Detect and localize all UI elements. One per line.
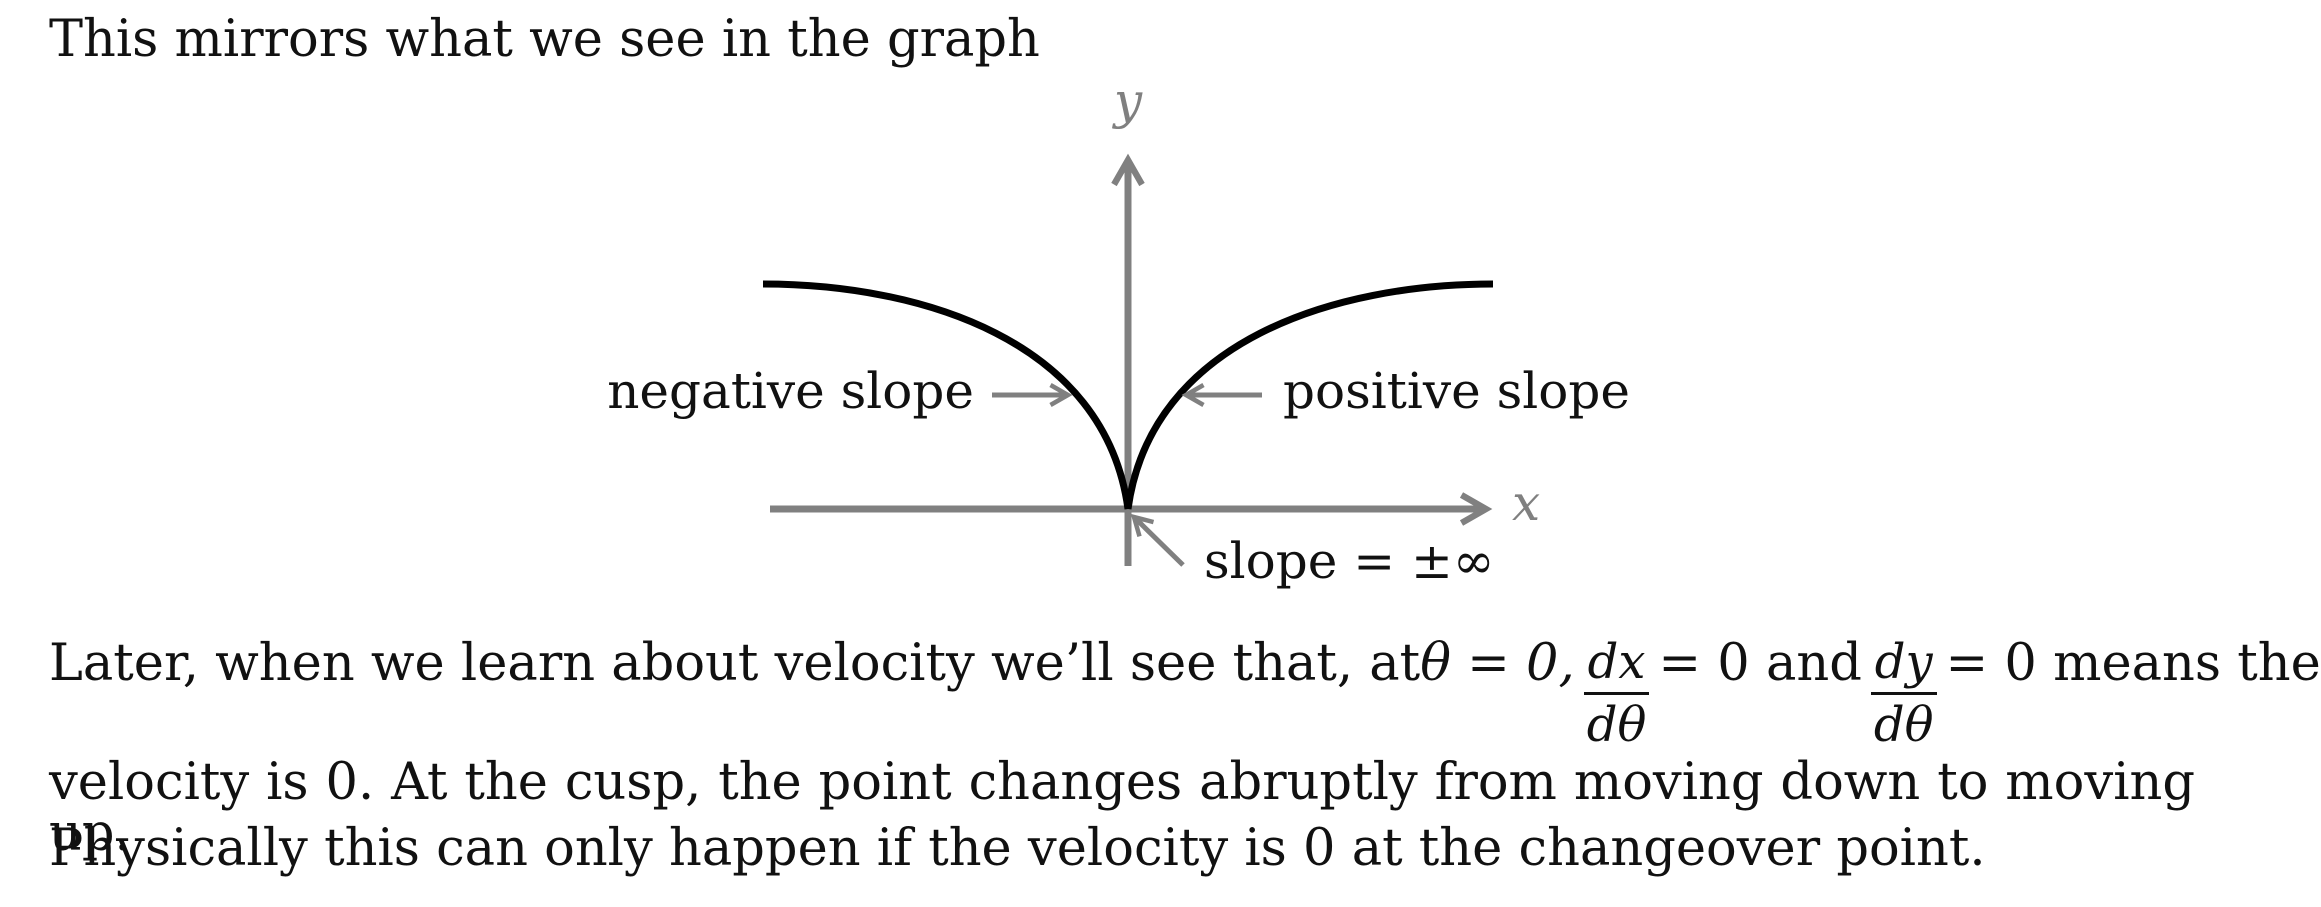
y-axis-label: y: [1112, 72, 1143, 130]
positive-slope-label: positive slope: [1283, 362, 1630, 420]
frac1-denominator: dθ: [1586, 697, 1647, 753]
line1-lead: Later, when we learn about velocity we’l…: [49, 634, 1421, 693]
cusp-slope-label: slope = ±∞: [1204, 532, 1495, 590]
theta-equation: θ = 0,: [1420, 634, 1575, 693]
intro-text: This mirrors what we see in the graph: [49, 10, 1040, 69]
line1-tail: = 0 means the: [1945, 634, 2321, 693]
dx-dtheta-fraction: dx dθ: [1583, 638, 1651, 749]
frac2-denominator: dθ: [1873, 697, 1934, 753]
x-axis-label: x: [1512, 474, 1540, 532]
paragraph-line-1: Later, when we learn about velocity we’l…: [49, 634, 2321, 749]
frac1-numerator: dx: [1583, 638, 1650, 695]
cusp-slope-arrow: [1130, 513, 1185, 567]
cusp-figure: y x negative slope positive slope slope …: [607, 72, 1630, 590]
paragraph-line-2: velocity is 0. At the cusp, the point ch…: [49, 753, 2195, 863]
cusp-curve-left: [762, 280, 1132, 510]
paragraph-line-3: Physically this can only happen if the v…: [49, 819, 1986, 878]
negative-slope-label: negative slope: [607, 362, 974, 420]
frac2-numerator: dy: [1870, 638, 1937, 695]
dy-dtheta-fraction: dy dθ: [1870, 638, 1938, 749]
cusp-curve-right: [1124, 280, 1494, 510]
equals-zero-and: = 0 and: [1658, 634, 1862, 693]
